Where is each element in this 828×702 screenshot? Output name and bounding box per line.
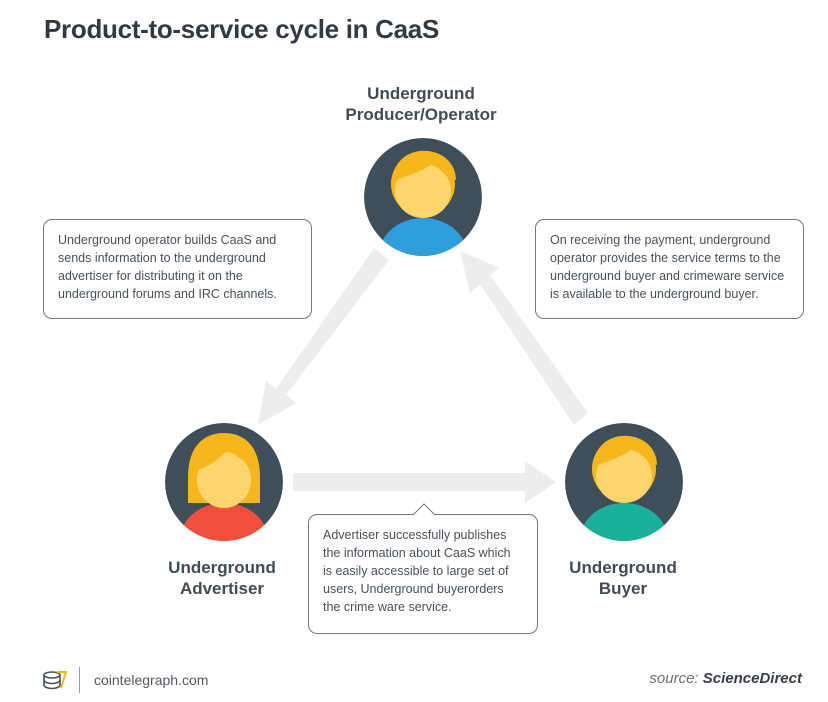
footer-source-prefix: source: (649, 670, 703, 687)
producer-label-line2: Producer/Operator (345, 105, 497, 124)
buyer-label: Underground Buyer (523, 557, 723, 599)
buyer-label-line1: Underground (569, 558, 677, 577)
advertiser-label-line1: Underground (168, 558, 276, 577)
arrow-buyer-to-producer (460, 251, 588, 425)
buyer-shirt (580, 503, 668, 541)
producer-avatar (364, 138, 482, 256)
advertiser-shirt (180, 503, 268, 541)
buyer-label-line2: Buyer (598, 579, 648, 598)
arrow-advertiser-to-buyer (293, 461, 556, 503)
buyer-avatar (565, 423, 683, 541)
producer-shirt (379, 218, 467, 256)
callout-buyer-to-producer: On receiving the payment, underground op… (535, 219, 804, 319)
arrow-producer-to-advertiser (258, 248, 389, 425)
footer-divider (79, 667, 80, 693)
advertiser-avatar (165, 423, 283, 541)
footer-source: source: ScienceDirect (649, 670, 802, 687)
callout-advertiser-to-buyer: Advertiser successfully publishes the in… (308, 514, 538, 634)
callout-pointer (412, 503, 436, 516)
advertiser-label: Underground Advertiser (122, 557, 322, 599)
callout-producer-to-advertiser: Underground operator builds CaaS and sen… (43, 219, 312, 319)
page-title: Product-to-service cycle in CaaS (44, 14, 439, 44)
cointelegraph-logo-icon (43, 671, 68, 690)
advertiser-label-line2: Advertiser (179, 579, 265, 598)
footer-source-name: ScienceDirect (702, 670, 802, 687)
producer-label-line1: Underground (367, 84, 475, 103)
footer-site-link[interactable]: cointelegraph.com (94, 672, 209, 688)
producer-label: Underground Producer/Operator (321, 83, 521, 125)
